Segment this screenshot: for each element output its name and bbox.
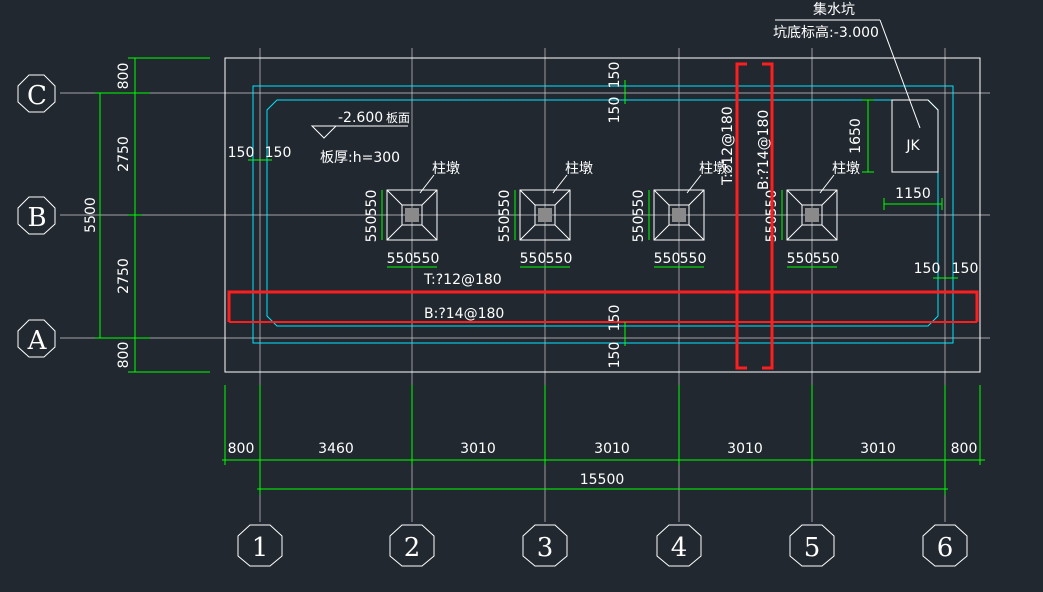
dim-wall-left-1: 150 xyxy=(228,145,255,161)
rebar-top-horizontal: T:?12@180 xyxy=(423,272,502,288)
pier-dim: 550 xyxy=(546,251,573,267)
pier-dim: 550 xyxy=(813,251,840,267)
column-axis-label: 1 xyxy=(252,533,269,563)
bottom-dimension-chain: 800 3460 3010 3010 3010 3010 800 15500 xyxy=(222,385,985,495)
sump-bottom-level: 坑底标高:-3.000 xyxy=(773,24,879,41)
row-axis-label: B xyxy=(27,203,46,233)
pier-dim: 550 xyxy=(497,190,513,217)
pier-label: 柱墩 xyxy=(832,161,860,177)
dim-wall-right-2: 150 xyxy=(952,261,979,277)
left-dimension-chain: 800 2750 5500 2750 800 xyxy=(83,57,210,373)
pier-label: 柱墩 xyxy=(432,161,460,177)
column-axis-4: 4 xyxy=(656,524,702,567)
dim-wall-left-2: 150 xyxy=(265,145,292,161)
column-axis-label: 5 xyxy=(804,533,821,563)
dim-bottom-4: 3010 xyxy=(594,441,630,457)
pier-label: 柱墩 xyxy=(699,161,727,177)
rebar-bottom-horizontal: B:?14@180 xyxy=(424,306,504,322)
dim-left-total: 5500 xyxy=(83,197,99,233)
slab-level-marker: -2.600 板面 板厚:h=300 xyxy=(310,110,410,166)
pier-dim: 550 xyxy=(631,190,647,217)
column-axis-2: 2 xyxy=(389,524,435,567)
dim-wall-top-2: 150 xyxy=(607,97,623,124)
column-axis-label: 4 xyxy=(671,533,688,563)
row-axis-label: C xyxy=(27,81,47,111)
dim-left-upper: 2750 xyxy=(116,136,132,172)
slab-thickness: 板厚:h=300 xyxy=(320,150,400,166)
dim-bottom-3: 3010 xyxy=(460,441,496,457)
pier-dim: 550 xyxy=(787,251,814,267)
pier-dim: 550 xyxy=(520,251,547,267)
grid-lines xyxy=(60,48,990,522)
pier-dim: 550 xyxy=(631,216,647,243)
column-axis-3: 3 xyxy=(522,524,568,567)
row-axis-A: A xyxy=(17,319,56,358)
sump-title: 集水坑 xyxy=(813,1,855,18)
dim-left-bottom: 800 xyxy=(116,342,132,369)
sump-width-dim: 1150 xyxy=(895,186,931,202)
pier-dim: 550 xyxy=(364,190,380,217)
pier-dim: 550 xyxy=(497,216,513,243)
dim-wall-right-1: 150 xyxy=(914,261,941,277)
dim-bottom-5: 3010 xyxy=(727,441,763,457)
dim-bottom-total: 15500 xyxy=(580,472,625,488)
slab-level-value: -2.600 xyxy=(338,110,383,126)
dim-left-lower: 2750 xyxy=(116,258,132,294)
row-axis-C: C xyxy=(17,74,56,113)
dim-bottom-1: 800 xyxy=(228,441,255,457)
sump-depth-dim: 1650 xyxy=(848,118,864,154)
slab-level-suffix: 板面 xyxy=(386,111,410,125)
pier-dim: 550 xyxy=(387,251,414,267)
sump-tag: JK xyxy=(905,138,920,154)
column-axis-6: 6 xyxy=(922,524,968,567)
slab-outline xyxy=(224,57,981,373)
column-axis-1: 1 xyxy=(237,524,283,567)
dim-wall-bottom-2: 150 xyxy=(607,342,623,369)
dim-wall-top-1: 150 xyxy=(607,62,623,89)
rebar-bottom-vertical: B:?14@180 xyxy=(756,110,772,190)
row-axis-label: A xyxy=(27,326,48,356)
pier-label: 柱墩 xyxy=(565,161,593,177)
column-axis-5: 5 xyxy=(789,524,835,567)
dim-wall-bottom-1: 150 xyxy=(607,305,623,332)
pier-dim: 550 xyxy=(654,251,681,267)
column-axis-label: 2 xyxy=(404,533,421,563)
dim-bottom-7: 800 xyxy=(951,441,978,457)
pier-dim: 550 xyxy=(413,251,440,267)
pier-dim: 550 xyxy=(364,216,380,243)
pier-dim: 550 xyxy=(680,251,707,267)
dim-bottom-2: 3460 xyxy=(318,441,354,457)
rebar-top-vertical: T:⌀12@180 xyxy=(720,106,736,186)
section-strips xyxy=(227,62,979,370)
dim-bottom-6: 3010 xyxy=(860,441,896,457)
column-axis-label: 3 xyxy=(537,533,554,563)
column-axis-label: 6 xyxy=(937,533,954,563)
dim-left-top: 800 xyxy=(116,63,132,90)
row-axis-B: B xyxy=(17,196,56,235)
wall-dimensions: 150 150 150 150 150 150 150 150 xyxy=(228,62,979,369)
sump-pit: JK 集水坑 坑底标高:-3.000 1650 1150 xyxy=(773,1,943,210)
